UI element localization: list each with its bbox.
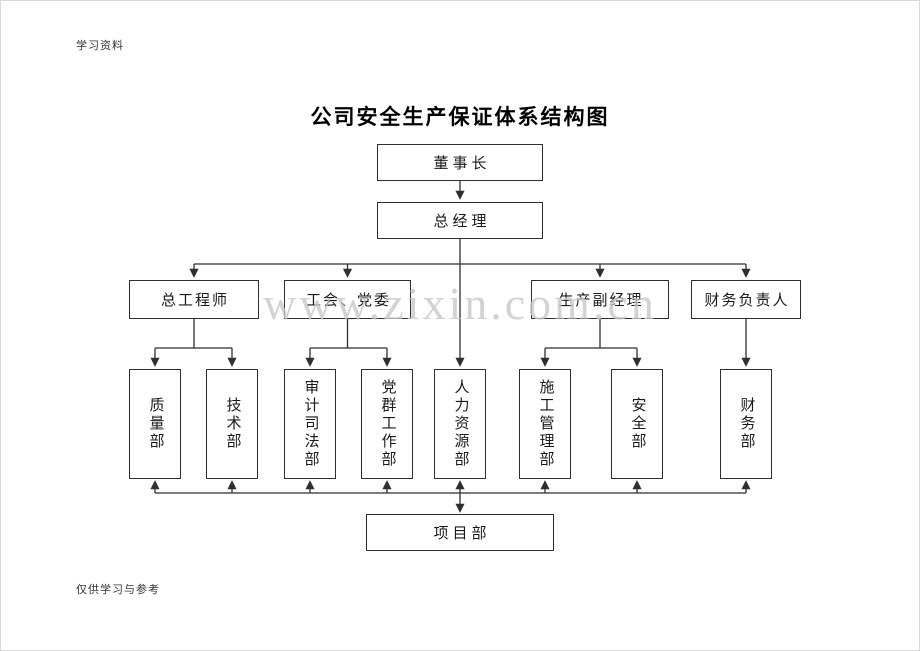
top-corner-note: 学习资料: [76, 40, 124, 52]
node-project-department-label: 项目部: [433, 526, 491, 542]
node-dept-safety: 安全部: [611, 369, 663, 479]
bottom-corner-note: 仅供学习与参考: [76, 584, 160, 596]
node-dept-construction-management-label: 施工管理部: [537, 379, 554, 469]
node-dept-quality: 质量部: [129, 369, 181, 479]
node-dept-quality-label: 质量部: [147, 397, 164, 451]
node-dept-party-mass-work: 党群工作部: [361, 369, 413, 479]
node-union-party-committee-label: 工会、党委: [305, 293, 391, 309]
node-general-manager: 总经理: [377, 202, 543, 239]
node-production-deputy-manager-label: 生产副经理: [558, 293, 644, 309]
node-production-deputy-manager: 生产副经理: [531, 280, 669, 319]
node-dept-human-resources: 人力资源部: [434, 369, 486, 479]
node-dept-construction-management: 施工管理部: [519, 369, 571, 479]
node-dept-human-resources-label: 人力资源部: [452, 379, 469, 469]
node-union-party-committee: 工会、党委: [284, 280, 411, 319]
node-chief-engineer-label: 总工程师: [160, 293, 229, 309]
node-general-manager-label: 总经理: [433, 214, 491, 230]
node-chief-engineer: 总工程师: [129, 280, 259, 319]
node-dept-safety-label: 安全部: [629, 397, 646, 451]
node-dept-audit-judicial-label: 审计司法部: [302, 379, 319, 469]
node-dept-party-mass-work-label: 党群工作部: [379, 379, 396, 469]
node-chairman-label: 董事长: [433, 156, 491, 172]
diagram-title: 公司安全生产保证体系结构图: [310, 105, 610, 129]
node-project-department: 项目部: [366, 514, 554, 551]
node-finance-head-label: 财务负责人: [704, 293, 790, 309]
node-dept-technology-label: 技术部: [224, 397, 241, 451]
node-dept-audit-judicial: 审计司法部: [284, 369, 336, 479]
node-dept-finance: 财务部: [720, 369, 772, 479]
node-chairman: 董事长: [377, 144, 543, 181]
node-finance-head: 财务负责人: [691, 280, 801, 319]
node-dept-technology: 技术部: [206, 369, 258, 479]
node-dept-finance-label: 财务部: [738, 397, 755, 451]
